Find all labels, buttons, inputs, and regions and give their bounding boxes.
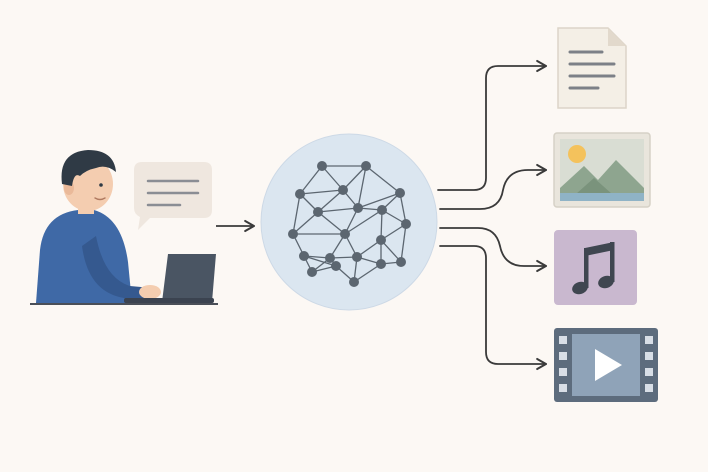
landscape-image-icon xyxy=(553,132,651,208)
network-edge xyxy=(357,165,367,209)
speech-bubble-icon xyxy=(134,162,212,230)
network-node xyxy=(295,189,305,199)
play-icon xyxy=(595,349,622,381)
network-edge xyxy=(292,193,301,235)
network-node xyxy=(376,259,386,269)
network-edge xyxy=(365,165,401,194)
network-node xyxy=(313,207,323,217)
network-edge xyxy=(344,209,383,235)
network-node xyxy=(340,229,350,239)
arrow-to-video xyxy=(439,245,548,371)
network-node xyxy=(338,185,348,195)
network-node xyxy=(401,219,411,229)
network-node xyxy=(349,277,359,287)
network-edge xyxy=(399,192,407,225)
network-edge xyxy=(321,165,344,191)
network-edge xyxy=(380,209,383,241)
network-edge xyxy=(317,189,344,213)
network-node xyxy=(376,235,386,245)
network-node xyxy=(395,188,405,198)
music-note-icon xyxy=(554,230,637,305)
output-connectors xyxy=(437,59,548,371)
network-node xyxy=(317,161,327,171)
arrow-to-music xyxy=(439,227,548,273)
network-node xyxy=(377,205,387,215)
network-edge xyxy=(357,192,401,209)
network-edge xyxy=(292,211,319,235)
document-icon xyxy=(557,27,627,109)
network-node xyxy=(307,267,317,277)
network-edge xyxy=(317,211,346,235)
network-edge xyxy=(303,255,337,267)
network-edge xyxy=(342,165,367,191)
network-edge xyxy=(353,263,382,283)
video-film-icon xyxy=(554,328,658,402)
arrow-to-image xyxy=(439,163,548,210)
network-node xyxy=(325,253,335,263)
neural-network-icon xyxy=(260,133,438,311)
network-edge xyxy=(400,223,407,263)
network-edge xyxy=(299,165,323,195)
network-node xyxy=(352,252,362,262)
arrow-to-document xyxy=(437,59,548,191)
network-edge xyxy=(299,189,344,195)
person-at-laptop-icon xyxy=(30,150,218,305)
network-node xyxy=(288,229,298,239)
network-node xyxy=(331,261,341,271)
network-edge xyxy=(317,207,359,213)
network-node xyxy=(353,203,363,213)
network-node xyxy=(299,251,309,261)
network-node xyxy=(396,257,406,267)
network-node xyxy=(361,161,371,171)
